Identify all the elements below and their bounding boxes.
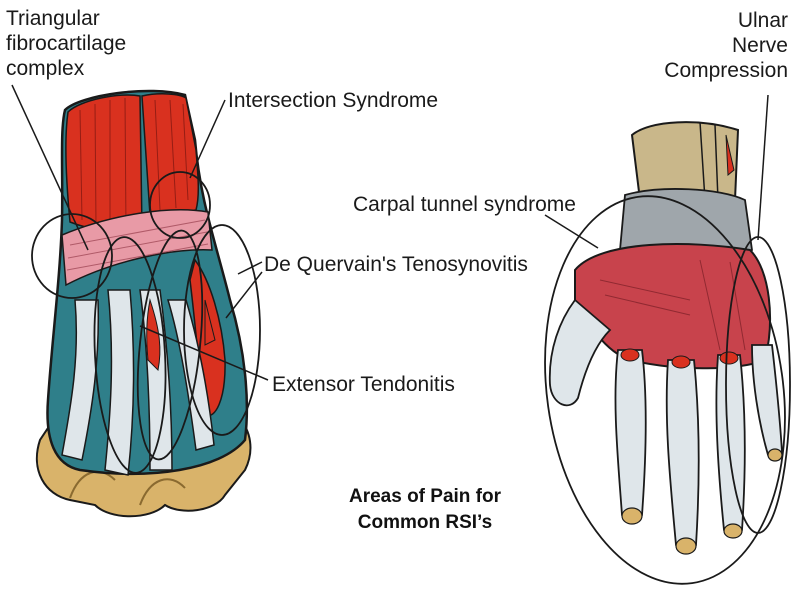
tfcc-label: Triangular fibrocartilage complex: [6, 6, 126, 81]
finger-middle: [667, 360, 699, 553]
ulnar-leader: [758, 95, 768, 240]
forearm-muscle-left: [66, 95, 142, 232]
dorsal-hand: [32, 91, 260, 516]
caption-title: Areas of Pain for Common RSI’s: [320, 484, 530, 536]
finger-little: [752, 345, 782, 459]
intersection-syndrome-label: Intersection Syndrome: [228, 88, 438, 113]
de-quervain-label: De Quervain's Tenosynovitis: [264, 252, 528, 277]
carpal-leader: [545, 215, 598, 248]
carpal-tunnel-label: Carpal tunnel syndrome: [353, 192, 576, 217]
extensor-tendonitis-label: Extensor Tendonitis: [272, 372, 455, 397]
finger-index: [615, 350, 645, 523]
ulnar-nerve-label: Ulnar Nerve Compression: [656, 8, 788, 83]
dequervain-leader-2: [226, 272, 262, 318]
dequervain-leader-1: [238, 262, 262, 274]
